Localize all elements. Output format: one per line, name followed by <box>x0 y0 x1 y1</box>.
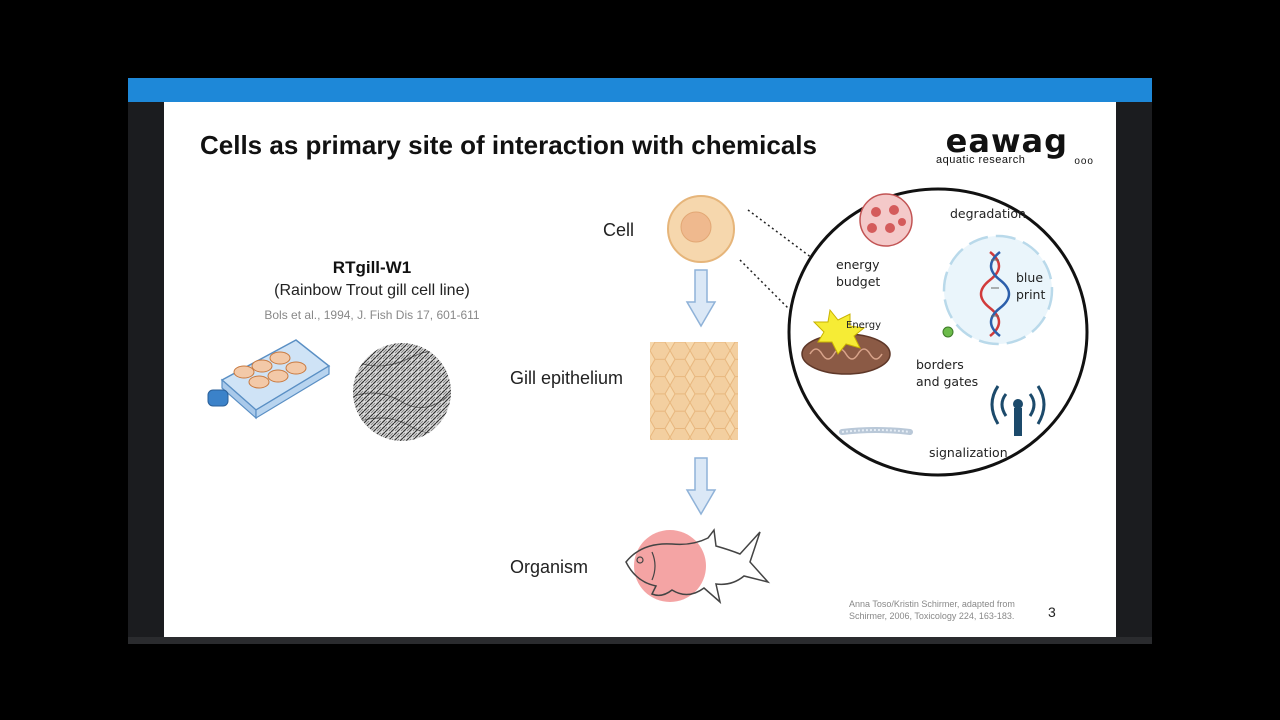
slide: Cells as primary site of interaction wit… <box>164 102 1116 637</box>
fish-organism-illustration <box>625 528 771 605</box>
eawag-logo: eawag aquatic research ooo <box>934 122 1094 170</box>
logo-wordmark: eawag <box>945 122 1068 160</box>
blueprint-line-2: print <box>1016 287 1046 302</box>
cell-zoom-circle <box>787 187 1089 477</box>
cell-illustration <box>667 195 735 263</box>
cell-line-description: (Rainbow Trout gill cell line) <box>274 282 470 299</box>
down-arrow-icon <box>685 269 717 328</box>
logo-dots: ooo <box>1074 156 1094 167</box>
culture-flask-illustration <box>207 339 331 420</box>
window-bottom-strip <box>128 637 1152 644</box>
cell-line-reference: Bols et al., 1994, J. Fish Dis 17, 601-6… <box>264 308 480 322</box>
signalization-label: signalization <box>929 445 1008 460</box>
image-credit: Anna Toso/Kristin Schirmer, adapted from… <box>849 598 1015 622</box>
borders-and-gates-label: borders and gates <box>916 356 978 390</box>
credit-line-1: Anna Toso/Kristin Schirmer, adapted from <box>849 599 1015 609</box>
logo-subtitle: aquatic research <box>936 154 1026 166</box>
blueprint-line-1: blue <box>1016 270 1044 285</box>
zoom-lines <box>739 209 813 331</box>
blueprint-label: blue print <box>1016 269 1045 303</box>
cell-micrograph <box>353 343 451 441</box>
gill-epithelium-illustration <box>650 342 738 440</box>
energy-budget-line-1: energy <box>836 257 880 272</box>
borders-line-1: borders <box>916 357 964 372</box>
cell-line-name: RTgill-W1 <box>332 258 412 277</box>
level-label-cell: Cell <box>603 220 635 240</box>
down-arrow-icon <box>685 457 717 516</box>
page-number: 3 <box>1048 604 1056 620</box>
energy-badge-label: Energy <box>846 320 882 331</box>
energy-budget-label: energy budget <box>836 256 880 290</box>
energy-budget-line-2: budget <box>836 274 881 289</box>
presentation-frame: Cells as primary site of interaction wit… <box>128 78 1152 644</box>
borders-line-2: and gates <box>916 374 979 389</box>
degradation-label: degradation <box>950 206 1026 221</box>
level-label-gill-epithelium: Gill epithelium <box>510 368 624 388</box>
level-label-organism: Organism <box>510 557 589 577</box>
window-top-bar <box>128 78 1152 102</box>
slide-title: Cells as primary site of interaction wit… <box>200 130 817 160</box>
credit-line-2: Schirmer, 2006, Toxicology 224, 163-183. <box>849 611 1015 621</box>
